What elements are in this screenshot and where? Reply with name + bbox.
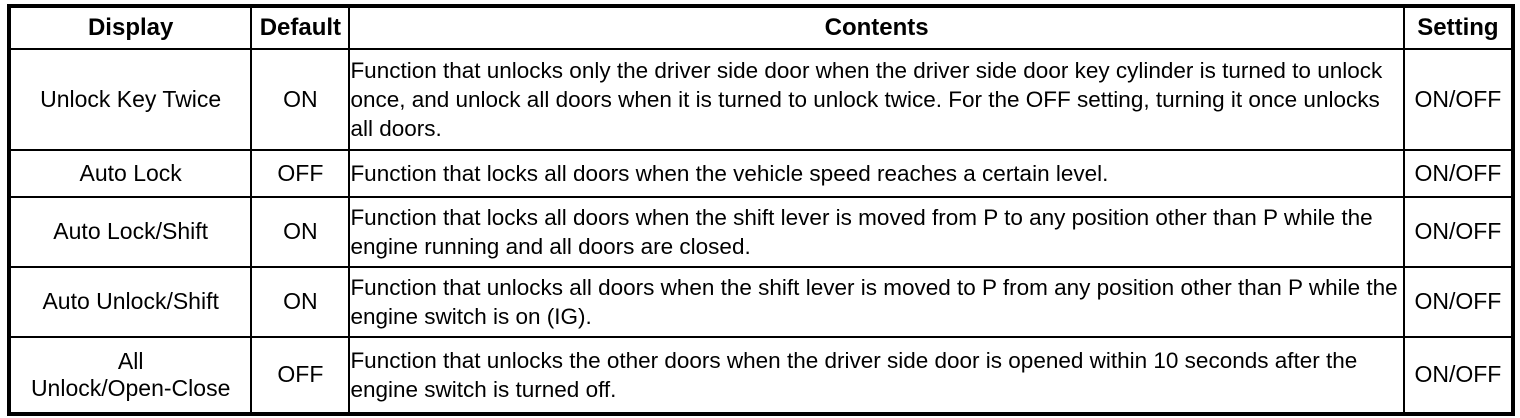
cell-contents: Function that unlocks only the driver si…: [348, 48, 1405, 151]
cell-display: Unlock Key Twice: [7, 48, 253, 151]
column-header-display: Display: [7, 5, 253, 50]
cell-default: OFF: [250, 336, 351, 415]
table-row: Auto Unlock/Shift ON Function that unloc…: [7, 266, 1515, 338]
cell-default: ON: [250, 266, 351, 338]
cell-default: OFF: [250, 149, 351, 198]
cell-setting: ON/OFF: [1402, 266, 1515, 338]
table-row: All Unlock/Open-Close OFF Function that …: [7, 336, 1515, 415]
cell-contents: Function that unlocks all doors when the…: [348, 266, 1405, 338]
column-header-setting: Setting: [1402, 5, 1515, 50]
table-row: Unlock Key Twice ON Function that unlock…: [7, 48, 1515, 151]
table-body: Unlock Key Twice ON Function that unlock…: [7, 48, 1515, 415]
customize-settings-table: Display Default Contents Setting Unlock …: [7, 4, 1515, 416]
table-row: Auto Lock OFF Function that locks all do…: [7, 149, 1515, 198]
cell-contents: Function that locks all doors when the s…: [348, 196, 1405, 268]
column-header-contents: Contents: [348, 5, 1405, 50]
cell-setting: ON/OFF: [1402, 196, 1515, 268]
cell-setting: ON/OFF: [1402, 336, 1515, 415]
table-header: Display Default Contents Setting: [7, 5, 1515, 50]
cell-display: Auto Lock: [7, 149, 253, 198]
table-header-row: Display Default Contents Setting: [7, 5, 1515, 50]
cell-display: Auto Lock/Shift: [7, 196, 253, 268]
cell-display: Auto Unlock/Shift: [7, 266, 253, 338]
cell-default: ON: [250, 48, 351, 151]
cell-contents: Function that locks all doors when the v…: [348, 149, 1405, 198]
cell-setting: ON/OFF: [1402, 48, 1515, 151]
cell-default: ON: [250, 196, 351, 268]
column-header-default: Default: [250, 5, 351, 50]
cell-contents: Function that unlocks the other doors wh…: [348, 336, 1405, 415]
cell-setting: ON/OFF: [1402, 149, 1515, 198]
table-row: Auto Lock/Shift ON Function that locks a…: [7, 196, 1515, 268]
cell-display: All Unlock/Open-Close: [7, 336, 253, 415]
